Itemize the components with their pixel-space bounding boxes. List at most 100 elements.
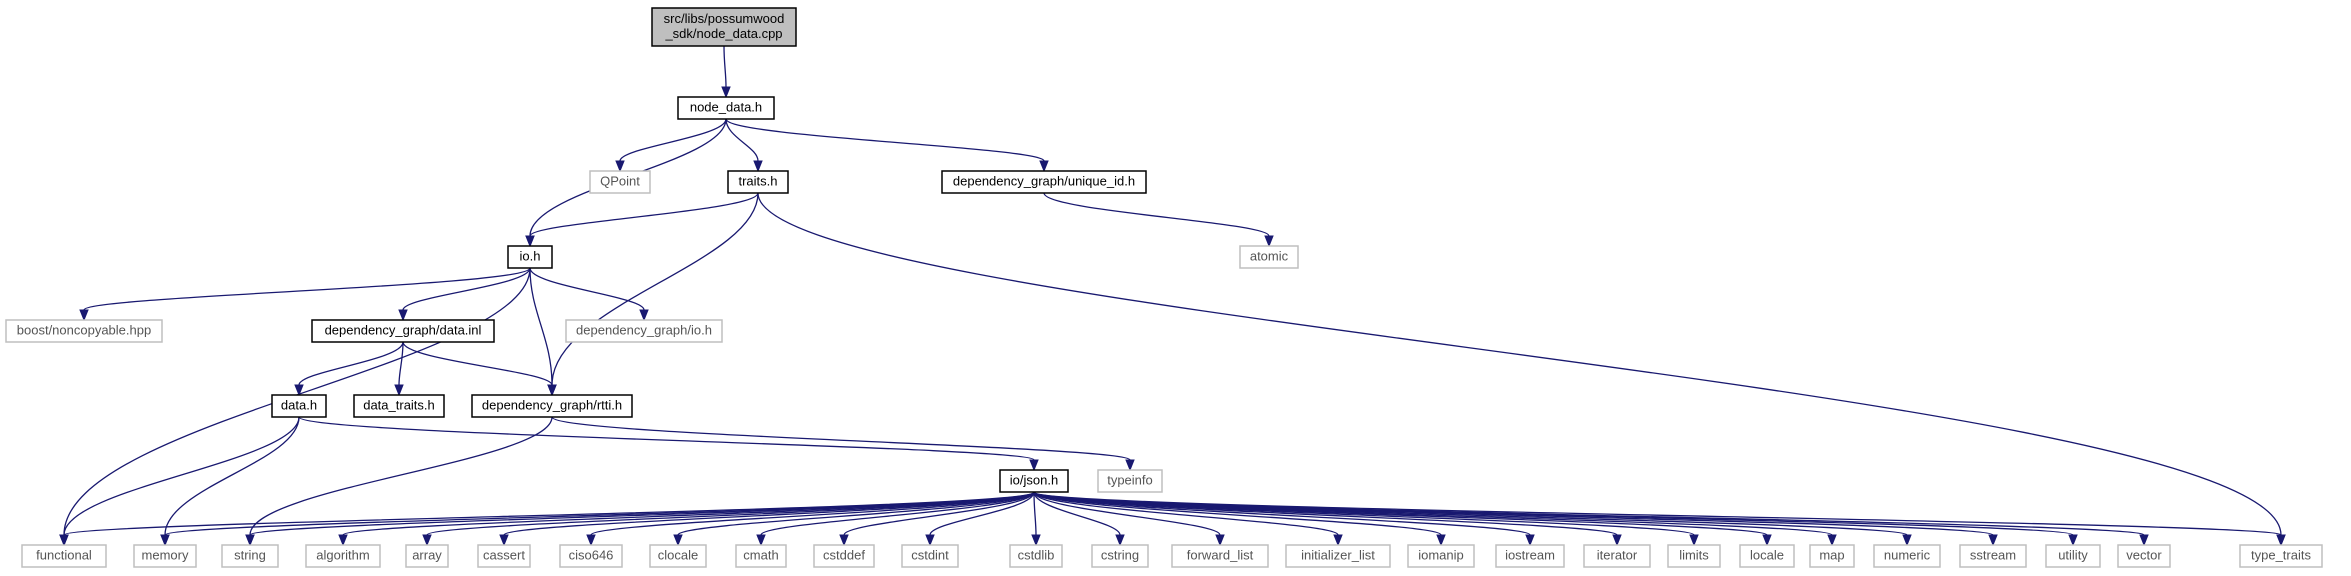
node-cstddef: cstddef xyxy=(813,544,875,568)
edge-json_h-to-initializer_list xyxy=(1033,491,1343,547)
node-label: initializer_list xyxy=(1301,547,1375,562)
node-label: io.h xyxy=(520,248,541,263)
edge-node_data_h-to-traits_h xyxy=(725,118,763,173)
node-label: limits xyxy=(1679,547,1709,562)
node-box xyxy=(1097,469,1163,493)
edge-traits_h-to-type_traits xyxy=(757,192,2286,547)
node-array: array xyxy=(405,544,449,568)
node-io-h[interactable]: io.h xyxy=(507,245,553,269)
arrowhead xyxy=(925,534,935,547)
node-dg-io-h: dependency_graph/io.h xyxy=(565,319,723,343)
node-cmath: cmath xyxy=(735,544,787,568)
arrowhead xyxy=(2068,534,2078,547)
node-iostream: iostream xyxy=(1495,544,1565,568)
node-label: cstdint xyxy=(911,547,949,562)
node-box xyxy=(735,544,787,568)
node-label: src/libs/possumwood xyxy=(664,11,785,26)
node-box xyxy=(1959,544,2027,568)
node-label: atomic xyxy=(1250,248,1289,263)
node-root[interactable]: src/libs/possumwood_sdk/node_data.cpp xyxy=(651,7,797,47)
node-traits-h[interactable]: traits.h xyxy=(727,170,789,194)
node-cstring: cstring xyxy=(1091,544,1149,568)
node-box xyxy=(2117,544,2171,568)
node-algorithm: algorithm xyxy=(305,544,381,568)
arrowhead xyxy=(160,534,170,547)
arrowhead xyxy=(245,534,255,547)
node-cassert: cassert xyxy=(477,544,531,568)
node-unique-id-h[interactable]: dependency_graph/unique_id.h xyxy=(941,170,1147,194)
node-label: functional xyxy=(36,547,92,562)
arrowhead xyxy=(1264,235,1274,248)
node-label: dependency_graph/rtti.h xyxy=(482,397,622,412)
node-iomanip: iomanip xyxy=(1407,544,1475,568)
arrowhead xyxy=(1125,459,1135,472)
node-memory: memory xyxy=(133,544,197,568)
arrowhead xyxy=(1333,534,1343,547)
node-string: string xyxy=(221,544,279,568)
edge-json_h-to-utility xyxy=(1033,491,2078,547)
node-box xyxy=(5,319,163,343)
node-label: typeinfo xyxy=(1107,472,1153,487)
edge-data_inl-to-rtti_h xyxy=(402,341,557,397)
node-label: utility xyxy=(2058,547,2088,562)
edge-json_h-to-cmath xyxy=(756,491,1035,547)
node-functional: functional xyxy=(21,544,107,568)
node-type-traits: type_traits xyxy=(2239,544,2323,568)
node-label: dependency_graph/data.inl xyxy=(325,322,482,337)
node-label: dependency_graph/io.h xyxy=(576,322,712,337)
node-box xyxy=(1583,544,1651,568)
node-box xyxy=(1667,544,1721,568)
node-box xyxy=(941,170,1147,194)
arrowhead xyxy=(1827,534,1837,547)
edge-data_inl-to-data_h xyxy=(294,341,404,397)
node-label: _sdk/node_data.cpp xyxy=(664,26,782,41)
node-label: traits.h xyxy=(738,173,777,188)
node-label: numeric xyxy=(1884,547,1931,562)
node-box xyxy=(589,170,651,194)
node-data-h[interactable]: data.h xyxy=(271,394,327,418)
node-label: memory xyxy=(142,547,189,562)
edge-node_data_h-to-qpoint xyxy=(615,118,727,173)
edge-io_h-to-data_inl xyxy=(398,267,531,322)
node-node-data-h[interactable]: node_data.h xyxy=(677,96,775,120)
node-box xyxy=(813,544,875,568)
node-clocale: clocale xyxy=(649,544,707,568)
node-box xyxy=(1407,544,1475,568)
node-label: boost/noncopyable.hpp xyxy=(17,322,151,337)
node-limits: limits xyxy=(1667,544,1721,568)
arrowhead xyxy=(1029,459,1039,472)
node-box xyxy=(405,544,449,568)
edge-json_h-to-ciso646 xyxy=(586,491,1035,547)
node-qpoint: QPoint xyxy=(589,170,651,194)
node-label: iostream xyxy=(1505,547,1555,562)
node-ciso646: ciso646 xyxy=(559,544,623,568)
arrowhead xyxy=(525,235,535,248)
node-box xyxy=(305,544,381,568)
node-label: vector xyxy=(2126,547,2162,562)
arrowhead xyxy=(398,309,408,322)
node-noncopyable: boost/noncopyable.hpp xyxy=(5,319,163,343)
arrowhead xyxy=(394,384,404,397)
arrowhead xyxy=(499,534,509,547)
edge-json_h-to-cstdint xyxy=(925,491,1035,547)
node-box xyxy=(727,170,789,194)
edge-data_inl-to-data_traits_h xyxy=(394,341,404,397)
node-box xyxy=(471,394,633,418)
arrowhead xyxy=(2139,534,2149,547)
node-sstream: sstream xyxy=(1959,544,2027,568)
node-data-traits-h[interactable]: data_traits.h xyxy=(353,394,445,418)
node-data-inl[interactable]: dependency_graph/data.inl xyxy=(311,319,495,343)
edge-json_h-to-cstring xyxy=(1033,491,1125,547)
node-json-h[interactable]: io/json.h xyxy=(999,469,1069,493)
node-rtti-h[interactable]: dependency_graph/rtti.h xyxy=(471,394,633,418)
node-label: iomanip xyxy=(1418,547,1464,562)
arrowhead xyxy=(673,534,683,547)
arrowhead xyxy=(1215,534,1225,547)
node-utility: utility xyxy=(2045,544,2101,568)
node-box xyxy=(477,544,531,568)
edge-io_h-to-noncopyable xyxy=(79,267,531,322)
node-box xyxy=(559,544,623,568)
node-cstdlib: cstdlib xyxy=(1009,544,1063,568)
arrowhead xyxy=(1988,534,1998,547)
